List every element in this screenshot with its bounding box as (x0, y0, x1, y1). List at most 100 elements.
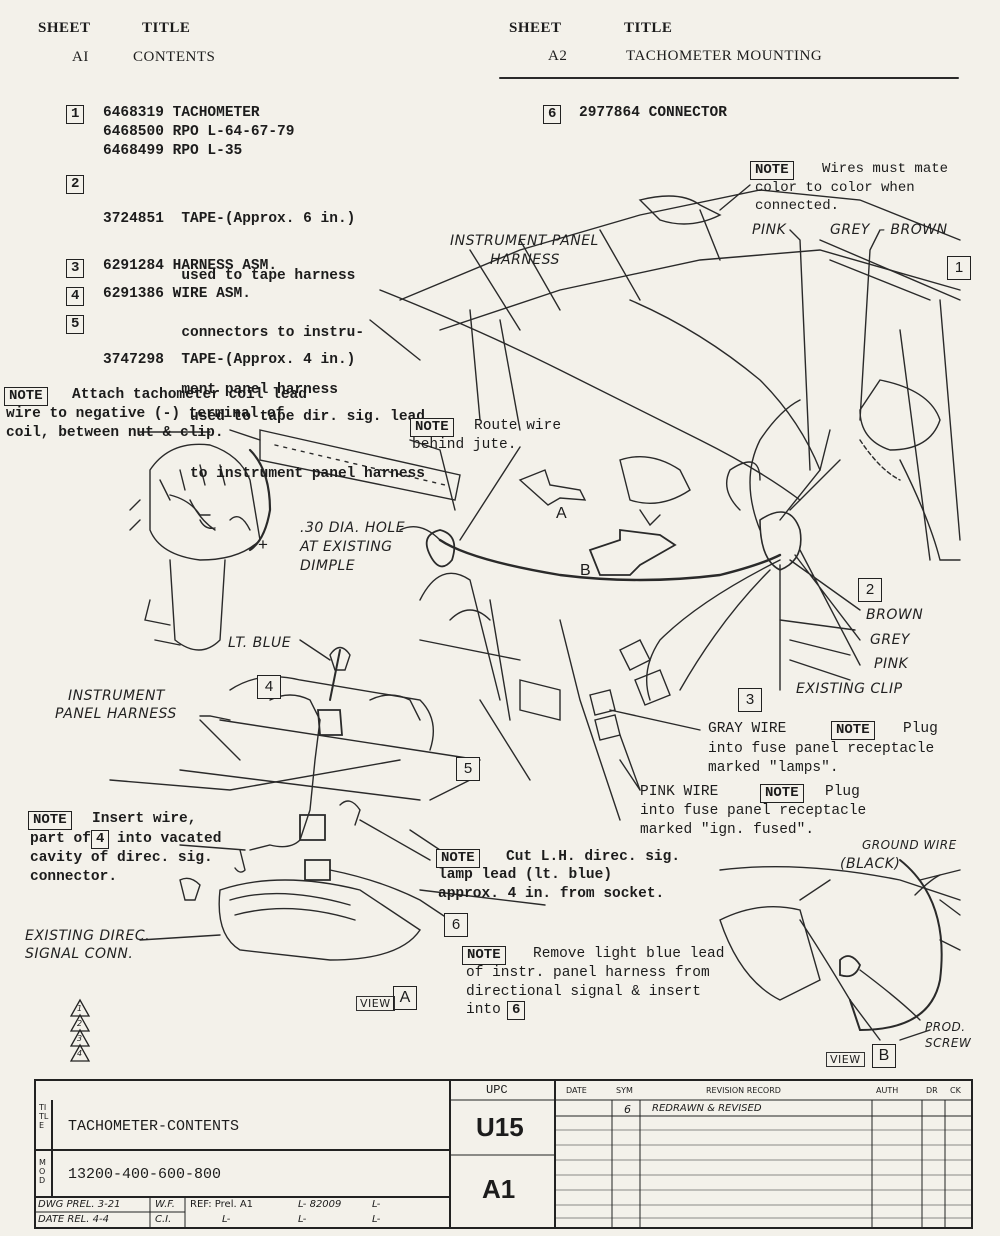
part-line: 6291386 WIRE ASM. (103, 286, 251, 302)
tb-ck: C.I. (155, 1214, 172, 1225)
note-insert-wire-line1: cavity of direc. sig. (30, 850, 213, 866)
part-line: 2977864 CONNECTOR (579, 105, 727, 121)
note-insert-wire: NOTE (28, 810, 72, 830)
part-line: 3747298 TAPE-(Approx. 4 in.) (103, 352, 356, 368)
label-pink: PINK (874, 656, 909, 672)
note-gray-wire-after: Plug (903, 721, 938, 737)
arrow-b-label: B (580, 562, 591, 579)
label-hole-2: AT EXISTING (300, 539, 393, 555)
label-hole-3: DIMPLE (300, 558, 356, 574)
label-existing-direc-2: SIGNAL CONN. (25, 946, 134, 962)
part-line: to instrument panel harness (103, 466, 425, 482)
note-attach-coil-line1: Attach tachometer coil lead (72, 387, 307, 403)
callout-1: 1 (947, 256, 971, 280)
part-number-box: 3 (66, 259, 85, 278)
part-line: 6468319 TACHOMETER (103, 105, 260, 121)
tb-date: DATE REL. 4-4 (38, 1214, 109, 1225)
view-a-letter: A (393, 986, 417, 1010)
part-3: 3 (66, 258, 85, 278)
note-gray-wire-lead: GRAY WIRE (708, 721, 787, 737)
part-ref-box: 4 (91, 830, 110, 849)
note-pink-wire-lead: PINK WIRE (640, 784, 719, 800)
note-remove-lead-line2: directional signal & insert (466, 984, 701, 1000)
arrow-a-label: A (556, 505, 567, 522)
note-label: NOTE (436, 849, 480, 868)
note-label: NOTE (750, 161, 794, 180)
tb-ref-l5: L- (372, 1214, 381, 1225)
tb-title: TACHOMETER-CONTENTS (68, 1118, 240, 1135)
part-5-text: 3747298 TAPE-(Approx. 4 in.) used to tap… (103, 313, 425, 503)
header-right-sheet: A2 (548, 48, 568, 64)
callout-5: 5 (456, 757, 480, 781)
header-right-sheet-label: SHEET (509, 20, 562, 36)
tb-upc-label: UPC (486, 1083, 508, 1097)
note-label: NOTE (28, 811, 72, 830)
tb-ref-l2: L- (372, 1199, 381, 1210)
part-2-text: 3724851 TAPE-(Approx. 6 in.) used to tap… (103, 172, 364, 419)
tb-ref: REF: Prel. A1 (190, 1199, 254, 1210)
note-pink-wire: NOTE (760, 783, 804, 803)
tb-rev-header-dr: DR (926, 1086, 938, 1095)
note-remove-lead: NOTE (462, 945, 506, 965)
part-number-box: 2 (66, 175, 85, 194)
part-4: 4 (66, 286, 85, 306)
label-existing-clip: EXISTING CLIP (796, 681, 903, 697)
label-brown: BROWN (866, 607, 924, 623)
note-wires-mate: NOTE (750, 160, 794, 180)
note-cut-lead: NOTE (436, 848, 480, 868)
note-wires-mate-line3: connected. (755, 198, 840, 214)
note-attach-coil-line3: coil, between nut & clip. (6, 425, 224, 441)
part-1: 1 (66, 104, 85, 124)
part-5: 5 (66, 314, 85, 334)
note-insert-wire-num: 4 (91, 829, 110, 849)
label-prod-screw-1: PROD. (925, 1020, 966, 1034)
part-line: 3724851 TAPE-(Approx. 6 in.) (103, 211, 356, 227)
coil-plus-sign: + (258, 535, 268, 554)
note-route-wire: NOTE (410, 417, 454, 437)
note-cut-lead-first: Cut L.H. direc. sig. (506, 849, 681, 865)
label-ip-harness-left-1: INSTRUMENT (68, 688, 165, 704)
note-pink-wire-line1: into fuse panel receptacle (640, 803, 867, 819)
note-remove-lead-line1: of instr. panel harness from (466, 965, 710, 981)
note-gray-wire-line2: marked "lamps". (708, 760, 839, 776)
label-lt-blue: LT. BLUE (228, 635, 292, 651)
label-ground-wire-1: GROUND WIRE (862, 838, 957, 852)
note-remove-lead-num: 6 (507, 1000, 526, 1020)
label-hole-1: .30 DIA. HOLE (300, 520, 406, 536)
note-wires-mate-line1: Wires must mate (822, 161, 949, 177)
part-4-text: 6291386 WIRE ASM. (103, 285, 251, 304)
view-b-tag: VIEW (826, 1052, 865, 1067)
header-left-title-label: TITLE (142, 20, 191, 36)
part-line: used to tape harness (103, 268, 356, 284)
revision-2: 2 (77, 1019, 83, 1028)
revision-4: 4 (77, 1049, 83, 1058)
part-line: used to tape dir. sig. lead (103, 409, 425, 425)
part-line: 6291284 HARNESS ASM. (103, 258, 278, 274)
label-pink-top: PINK (752, 222, 787, 238)
header-left-sheet-label: SHEET (38, 20, 91, 36)
part-3-text: 6291284 HARNESS ASM. (103, 257, 277, 276)
callout-6: 6 (444, 913, 468, 937)
callout-4: 4 (257, 675, 281, 699)
note-insert-wire-after: into vacated (117, 831, 222, 847)
revision-1: 1 (77, 1004, 83, 1013)
tb-model: 13200-400-600-800 (68, 1166, 222, 1183)
part-line: connectors to instru- (103, 325, 365, 341)
label-ip-harness-top-2: HARNESS (490, 252, 560, 268)
label-existing-direc-1: EXISTING DIREC. (25, 928, 151, 944)
part-number-box: 1 (66, 105, 85, 124)
label-ground-wire-2: (BLACK) (840, 856, 901, 872)
tb-upc: U15 (476, 1112, 524, 1142)
note-label: NOTE (410, 418, 454, 437)
tb-rev-header-ck: CK (950, 1086, 961, 1095)
tb-dr: W.F. (155, 1199, 175, 1210)
header-left-sheet: AI (72, 49, 89, 65)
note-route-wire-line2: behind jute. (412, 437, 517, 453)
tb-rev-header-auth: AUTH (876, 1086, 899, 1095)
note-wires-mate-line2: color to color when (755, 180, 915, 196)
note-remove-lead-into: into (466, 1002, 501, 1018)
part-6: 6 (543, 104, 562, 124)
note-route-wire-line1: Route wire (474, 418, 562, 434)
part-line: 6468500 RPO L-64-67-79 (103, 124, 295, 140)
